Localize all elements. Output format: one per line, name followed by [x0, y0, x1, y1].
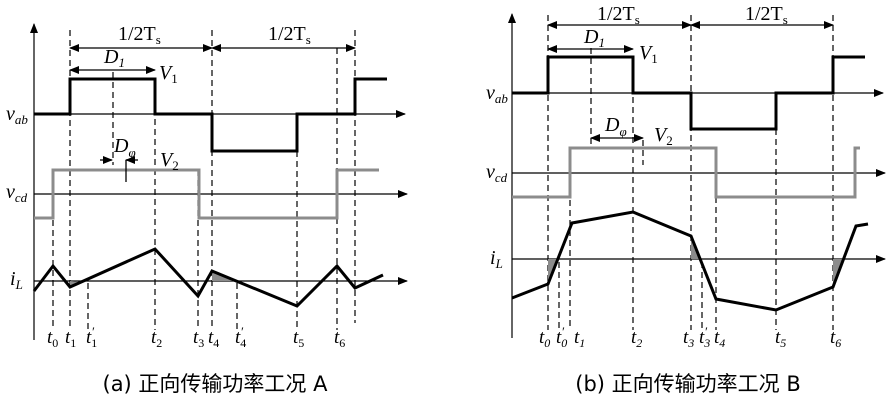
- svg-text:t6: t6: [334, 327, 345, 350]
- v2-label: V2: [160, 149, 179, 173]
- il-label: iL: [10, 268, 23, 292]
- vab-label: vab: [6, 103, 28, 127]
- v1-label: V1: [159, 62, 178, 86]
- il-waveform: [34, 249, 383, 306]
- panel-a: 1/2Ts 1/2Ts D1 V1 Dφ V2 vab vcd iL t0 t1…: [6, 23, 407, 396]
- il-label: iL: [490, 247, 503, 271]
- svg-text:t6: t6: [830, 327, 841, 350]
- svg-text:t1: t1: [574, 327, 585, 350]
- svg-text:t2: t2: [151, 327, 162, 350]
- vab-waveform: [34, 79, 387, 151]
- svg-text:t0: t0: [47, 327, 58, 350]
- dphi-label: Dφ: [113, 135, 136, 160]
- caption-b: (b) 正向传输功率工况 B: [575, 372, 800, 396]
- time-labels: t0 t0′ t1 t2 t3 t3′ t4 t5 t6: [539, 324, 841, 350]
- caption-a: (a) 正向传输功率工况 A: [103, 372, 329, 396]
- svg-text:t3: t3: [193, 327, 204, 350]
- vcd-label: vcd: [6, 181, 28, 205]
- svg-text:t3: t3: [683, 327, 694, 350]
- svg-text:t0′: t0′: [556, 324, 567, 350]
- vcd-label: vcd: [486, 161, 508, 185]
- svg-text:t5: t5: [775, 327, 786, 350]
- vab-label: vab: [486, 82, 508, 106]
- d1-label: D1: [583, 26, 605, 50]
- v2-label: V2: [654, 124, 673, 148]
- svg-text:t3′: t3′: [699, 324, 710, 350]
- svg-text:t1′: t1′: [86, 324, 97, 350]
- half-period-label: 1/2Ts: [118, 23, 161, 47]
- half-period-label: 1/2Ts: [597, 3, 640, 27]
- v1-label: V1: [639, 42, 658, 66]
- d1-label: D1: [103, 46, 125, 70]
- svg-text:t4: t4: [208, 327, 219, 350]
- panel-b: 1/2Ts 1/2Ts D1 V1 Dφ V2 vab vcd iL t0 t0…: [486, 3, 885, 396]
- svg-text:t4′: t4′: [235, 324, 246, 350]
- svg-text:t5: t5: [293, 327, 304, 350]
- svg-text:t2: t2: [631, 327, 642, 350]
- half-period-label: 1/2Ts: [268, 23, 311, 47]
- half-period-label: 1/2Ts: [745, 3, 788, 27]
- svg-text:t4: t4: [714, 327, 725, 350]
- dphi-label: Dφ: [604, 114, 627, 139]
- svg-text:t0: t0: [539, 327, 550, 350]
- svg-text:t1: t1: [65, 327, 76, 350]
- time-labels: t0 t1 t1′ t2 t3 t4 t4′ t5 t6: [47, 324, 345, 350]
- il-waveform: [512, 212, 868, 310]
